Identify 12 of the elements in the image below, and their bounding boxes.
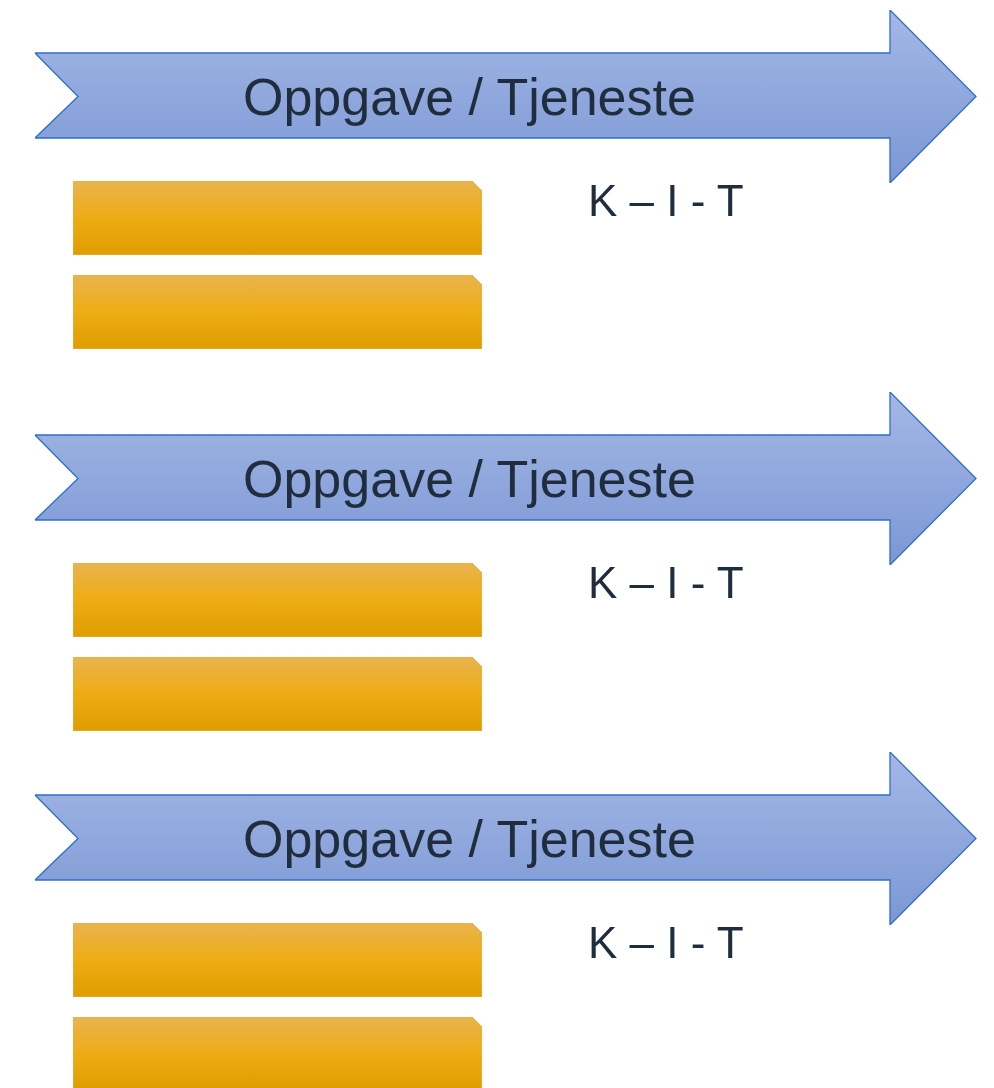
text-label: K – I - T (588, 918, 744, 968)
bar (73, 181, 482, 255)
text-label: K – I - T (588, 176, 744, 226)
banner-title: Oppgave / Tjeneste (243, 809, 696, 869)
text-label: K – I - T (588, 558, 744, 608)
bar (73, 1017, 482, 1088)
bar (73, 923, 482, 997)
bar (73, 657, 482, 731)
banner-title: Oppgave / Tjeneste (243, 67, 696, 127)
bar (73, 563, 482, 637)
banner-title: Oppgave / Tjeneste (243, 449, 696, 509)
bar (73, 275, 482, 349)
